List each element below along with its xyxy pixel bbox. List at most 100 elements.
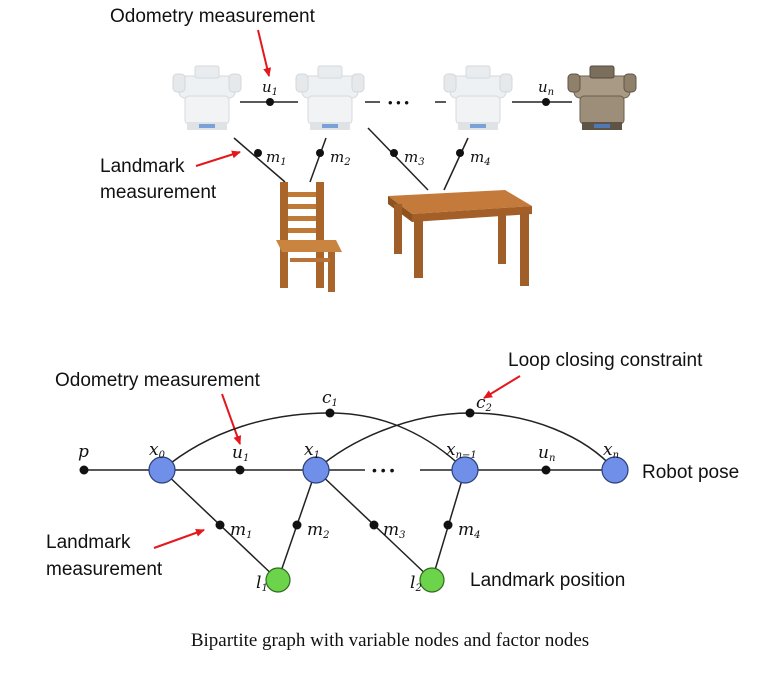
svg-text:m1: m1 [230,520,253,541]
top-edge-m1 [233,137,286,183]
l2-sub: 2 [414,583,421,594]
table-image [388,190,532,286]
factor-u1 [235,465,245,475]
svg-text:m2: m2 [330,148,351,168]
factor-m2 [292,520,302,530]
svg-text:m2: m2 [307,520,330,541]
m3-label: m [383,520,399,540]
c2-sub: 2 [485,403,492,414]
svg-text:c1: c1 [322,388,338,409]
factor-m3 [369,520,379,530]
bottom-landmark-label-1: Landmark [46,532,131,553]
factor-un [541,465,551,475]
top-ellipsis: • • • [388,95,409,110]
svg-text:un: un [538,443,555,464]
m2-sub: 2 [322,530,329,541]
xn-label: x [603,440,613,460]
svg-text:m3: m3 [404,148,425,168]
l2-label: l [410,573,415,593]
top-factor-m2 [316,149,324,157]
loop-closing-label: Loop closing constraint [508,350,703,371]
x1-label: x [304,440,314,460]
m2-label: m [307,520,323,540]
factor-c2 [465,408,475,418]
landmark-node-l1 [265,567,291,593]
un-label: u [538,443,549,463]
svg-text:xn: xn [603,440,619,461]
l1-label: l [256,573,261,593]
m1-sub: 1 [246,530,252,541]
top-factor-u1 [266,98,274,106]
m3-sub: 3 [399,530,405,541]
c2-label: c [476,393,486,413]
pose-node-xn1 [451,456,479,484]
factor-m1 [215,520,225,530]
xn1-sub: n−1 [456,450,477,461]
top-m2-sub: 2 [343,157,350,168]
pose-node-x1 [302,456,330,484]
u1-sub: 1 [243,453,249,464]
top-factor-m4 [456,149,464,157]
top-un-label: u [538,78,548,96]
top-landmark-label-1: Landmark [100,156,185,177]
top-odometry-label: Odometry measurement [110,6,316,27]
x0-sub: 0 [159,450,166,461]
top-un-sub: n [548,87,554,98]
factor-p [79,465,89,475]
svg-text:m1: m1 [266,148,287,168]
bottom-ellipsis: • • • [372,462,395,478]
u1-label: u [232,443,243,463]
svg-text:u1: u1 [232,443,249,464]
robot-pose-label: Robot pose [642,462,739,483]
top-u1-label: u [262,78,272,96]
m1-label: m [230,520,246,540]
svg-text:l2: l2 [410,573,422,594]
factor-graph: Odometry measurement Loop closing constr… [46,350,739,594]
factor-m4 [443,520,453,530]
top-edge-m2 [309,137,327,183]
loop-closing-arrow [483,375,521,399]
svg-text:xn−1: xn−1 [446,440,477,461]
bottom-odometry-label: Odometry measurement [55,370,261,391]
bottom-landmark-label-2: measurement [46,559,163,580]
svg-text:c2: c2 [476,393,492,414]
top-factor-un [542,98,550,106]
svg-text:m3: m3 [383,520,406,541]
top-m3-label: m [404,148,418,166]
robot-pose-current [567,65,637,131]
top-m2-label: m [330,148,344,166]
figure-caption: Bipartite graph with variable nodes and … [191,630,589,651]
svg-text:x1: x1 [304,440,320,461]
pose-node-xn [601,456,629,484]
chair-image [276,182,342,292]
p-label: p [78,442,89,462]
top-illustration: Odometry measurement u1 • • • un m1 m2 m… [100,6,637,292]
top-m4-label: m [470,148,484,166]
x0-label: x [149,440,159,460]
pose-node-x0 [148,456,176,484]
svg-text:u1: u1 [262,78,278,98]
bottom-odometry-arrow [221,393,242,445]
x1-sub: 1 [314,450,320,461]
top-landmark-label-2: measurement [100,182,217,203]
top-factor-m3 [390,149,398,157]
landmark-node-l2 [419,567,445,593]
top-u1-sub: 1 [272,87,278,98]
l1-sub: 1 [261,583,267,594]
svg-text:m4: m4 [458,520,481,541]
top-m3-sub: 3 [418,157,424,168]
svg-text:m4: m4 [470,148,491,168]
svg-text:un: un [538,78,554,98]
top-edge-m4 [443,137,469,191]
top-m1-label: m [266,148,280,166]
svg-text:x0: x0 [149,440,166,461]
landmark-position-label: Landmark position [470,570,625,591]
robot-pose-1 [172,65,242,131]
top-factor-m1 [254,149,262,157]
factor-c1 [325,408,335,418]
svg-text:l1: l1 [256,573,268,594]
robot-pose-3 [443,65,513,131]
top-edge-m3 [367,127,429,191]
c1-label: c [322,388,332,408]
